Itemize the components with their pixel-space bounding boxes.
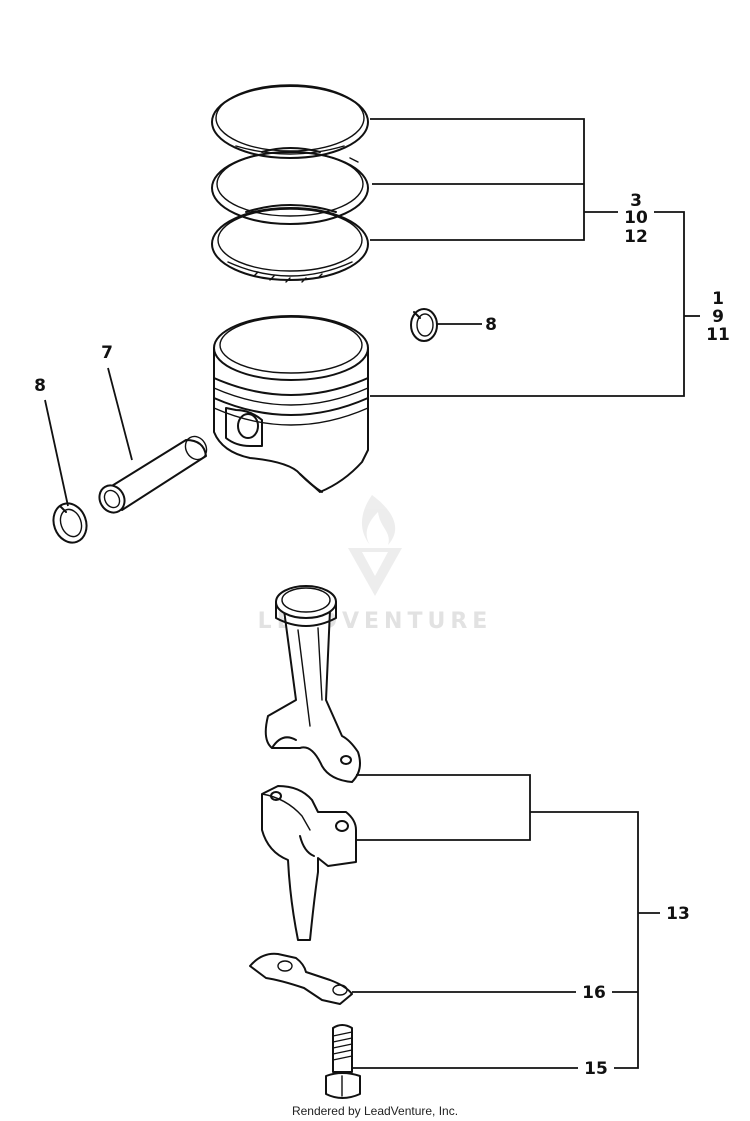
callout-rod-bolt: 15 [584, 1059, 608, 1079]
lock-plate [249, 952, 353, 1005]
callout-ring-set-2: 10 [624, 208, 648, 228]
callout-lock-plate: 16 [582, 983, 606, 1003]
callout-piston-assy-3: 11 [706, 325, 730, 345]
leader-lines [44, 118, 700, 1069]
piston-pin [98, 435, 208, 514]
piston-ring-middle [211, 147, 369, 225]
callout-connecting-rod: 13 [666, 904, 690, 924]
piston [213, 315, 369, 493]
callout-ring-set-3: 12 [624, 227, 648, 247]
callout-retainer-left: 8 [34, 376, 46, 396]
connecting-rod-upper [264, 585, 361, 783]
callout-piston-pin: 7 [101, 343, 113, 363]
retainer-clip-right [410, 308, 438, 342]
retainer-clip-left [52, 502, 88, 544]
piston-ring-oil [211, 204, 369, 283]
callout-ring-set-1: 3 [630, 191, 642, 211]
footer-credit: Rendered by LeadVenture, Inc. [292, 1104, 458, 1118]
callout-piston-assy-1: 1 [712, 289, 724, 309]
piston-ring-set [211, 84, 369, 283]
rod-bolt [325, 1024, 361, 1099]
callout-retainer-right: 8 [485, 315, 497, 335]
connecting-rod-cap [261, 785, 357, 941]
leadventure-watermark-logo [348, 495, 402, 596]
callout-piston-assy-2: 9 [712, 307, 724, 327]
